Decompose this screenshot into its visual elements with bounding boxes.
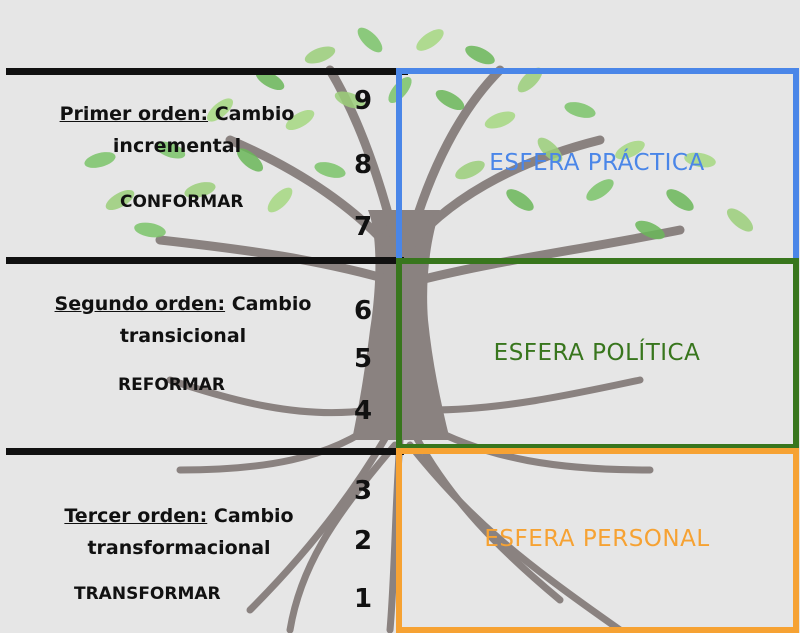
level-number: 4	[354, 396, 373, 426]
tree-branches	[155, 65, 685, 285]
order-title: Tercer orden:	[64, 505, 208, 527]
sphere-box-political	[396, 258, 799, 450]
level-number: 1	[354, 584, 373, 614]
order-label-second: Segundo orden: Cambio transicional	[48, 288, 318, 352]
order-label-first: Primer orden: Cambio incremental	[48, 98, 306, 162]
order-desc-line2: transformacional	[87, 537, 271, 559]
level-number: 6	[354, 296, 373, 326]
order-desc: Cambio	[214, 103, 295, 125]
divider-top	[6, 68, 408, 75]
order-title: Segundo orden:	[54, 293, 226, 315]
level-number: 7	[354, 212, 373, 242]
sphere-label-practical: ESFERA PRÁCTICA	[489, 150, 705, 176]
level-number: 5	[354, 344, 373, 374]
order-title: Primer orden:	[59, 103, 209, 125]
order-desc-line2: transicional	[119, 325, 247, 347]
level-number: 2	[354, 526, 373, 556]
order-desc: Cambio	[213, 505, 294, 527]
tree-roots	[166, 376, 654, 633]
verb-label-second: REFORMAR	[118, 375, 226, 395]
sphere-label-political: ESFERA POLÍTICA	[493, 340, 701, 366]
divider-bottom	[6, 448, 404, 455]
order-label-third: Tercer orden: Cambio transformacional	[40, 500, 318, 564]
sphere-label-personal: ESFERA PERSONAL	[484, 526, 710, 552]
divider-middle	[6, 257, 404, 264]
level-number: 3	[354, 476, 373, 506]
sphere-box-personal	[396, 448, 799, 633]
order-desc-line2: incremental	[112, 135, 242, 157]
verb-label-first: CONFORMAR	[120, 192, 244, 212]
level-number: 9	[354, 86, 373, 116]
order-desc: Cambio	[231, 293, 312, 315]
level-number: 8	[354, 150, 373, 180]
verb-label-third: TRANSFORMAR	[74, 584, 221, 604]
tree-leaves	[84, 27, 754, 240]
